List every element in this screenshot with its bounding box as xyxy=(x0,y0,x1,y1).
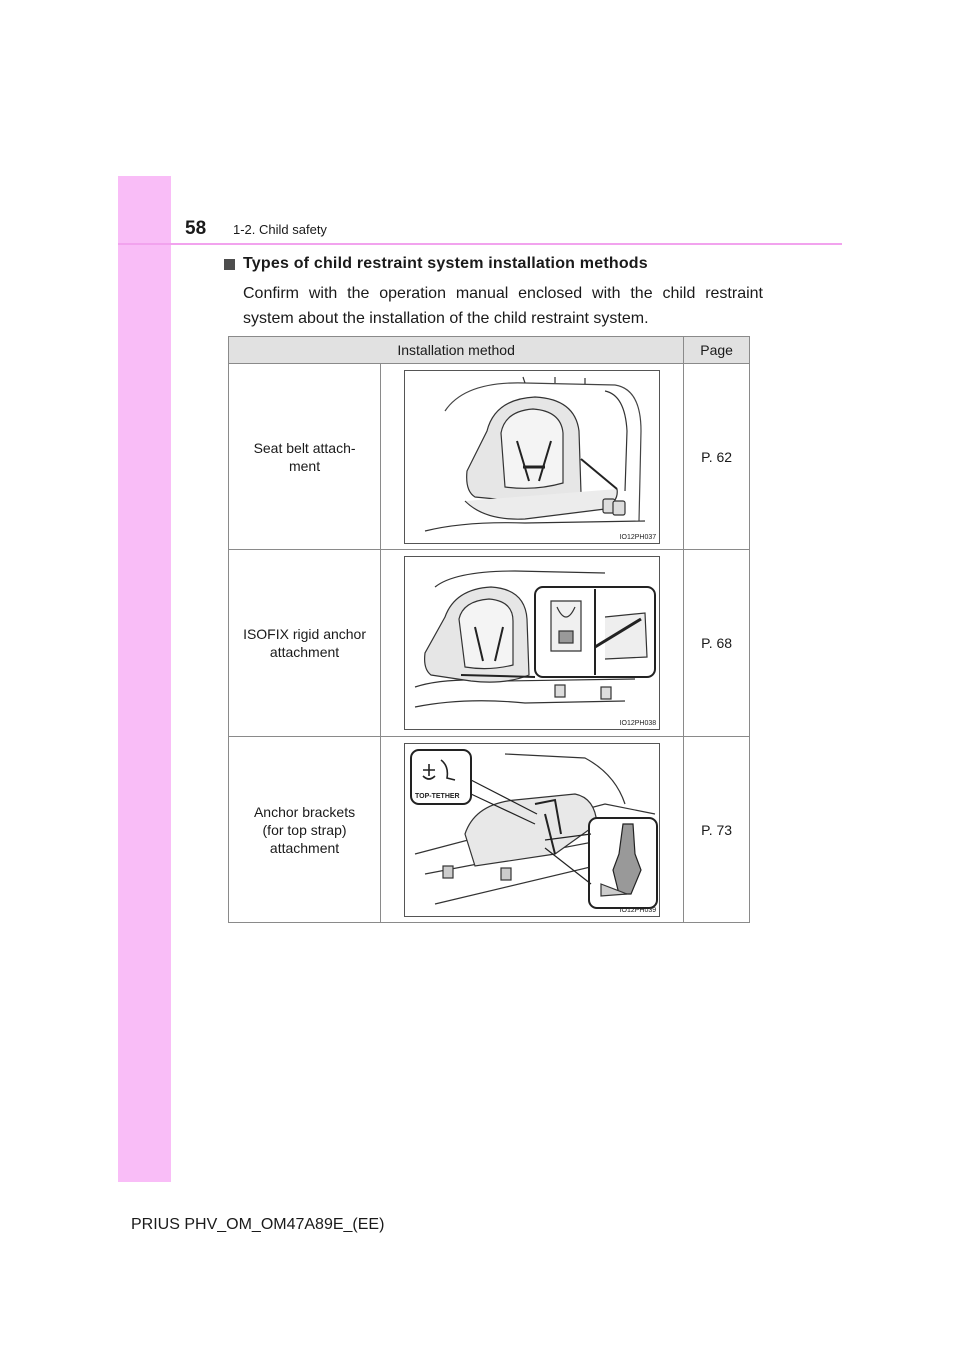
figure-code: IO12PH039 xyxy=(619,906,657,914)
section-title: 1-2. Child safety xyxy=(233,222,327,237)
square-bullet-icon xyxy=(224,258,235,270)
table-row: Anchor brackets(for top strap)attachment xyxy=(227,736,750,923)
seat-belt-illustration: IO12PH037 xyxy=(404,369,661,544)
method-cell: ISOFIX rigid anchor attachment xyxy=(227,549,382,737)
figure-cell: TOP-TETHER IO12PH039 xyxy=(380,736,685,923)
top-tether-illustration: TOP-TETHER IO12PH039 xyxy=(404,742,661,917)
table-row: ISOFIX rigid anchor attachment xyxy=(227,549,750,737)
figure-code: IO12PH038 xyxy=(619,720,657,727)
column-header-method: Installation method xyxy=(227,336,685,364)
method-cell: Seat belt attach-ment xyxy=(227,363,382,550)
page-reference: P. 62 xyxy=(683,363,750,550)
isofix-illustration: IO12PH038 xyxy=(404,556,661,730)
intro-paragraph: Confirm with the operation manual enclos… xyxy=(243,285,763,327)
installation-methods-table: Installation method Page Seat belt attac… xyxy=(227,336,750,923)
figure-cell: IO12PH038 xyxy=(380,549,685,737)
side-tab xyxy=(118,176,171,1182)
header-rule xyxy=(118,243,842,245)
heading-text: Types of child restraint system installa… xyxy=(243,255,648,272)
document-footer: PRIUS PHV_OM_OM47A89E_(EE) xyxy=(131,1216,385,1233)
table-row: Seat belt attach-ment xyxy=(227,363,750,550)
figure-cell: IO12PH037 xyxy=(380,363,685,550)
page-reference: P. 73 xyxy=(683,736,750,923)
figure-code: IO12PH037 xyxy=(619,533,657,541)
section-heading: Types of child restraint system installa… xyxy=(224,255,648,273)
page-number: 58 xyxy=(185,218,207,239)
page-reference: P. 68 xyxy=(683,549,750,737)
table-header-row: Installation method Page xyxy=(227,336,750,364)
top-tether-label: TOP-TETHER xyxy=(415,793,460,800)
column-header-page: Page xyxy=(683,336,750,364)
method-cell: Anchor brackets(for top strap)attachment xyxy=(227,736,382,923)
